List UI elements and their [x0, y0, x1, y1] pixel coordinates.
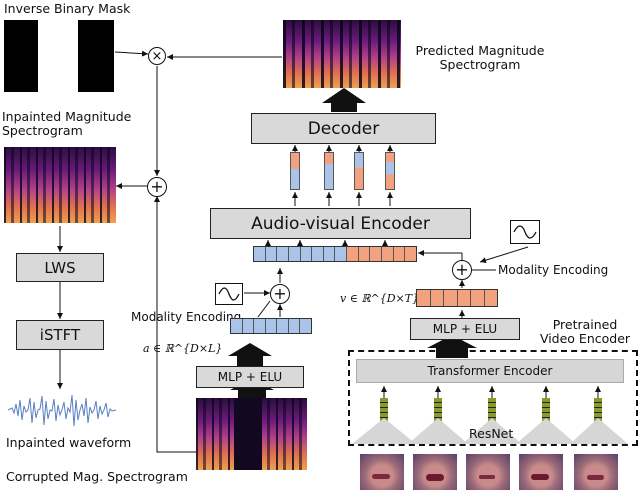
lws-label: LWS — [44, 258, 76, 277]
predicted-magnitude-spectrogram — [283, 20, 401, 88]
resnet-label: ResNet — [469, 426, 514, 441]
istft-label: iSTFT — [39, 326, 81, 344]
output-token — [354, 152, 364, 190]
predicted-spectrogram-label: Predicted Magnitude Spectrogram — [415, 43, 545, 72]
audio-dimension-math: a ∈ ℝ^{D×L} — [143, 342, 223, 355]
video-frame — [574, 454, 618, 490]
sine-wave-icon — [510, 220, 540, 244]
video-frame — [466, 454, 510, 490]
output-token — [324, 152, 334, 190]
mlp-elu-audio-label: MLP + ELU — [217, 370, 283, 384]
video-frame — [360, 454, 404, 490]
corrupted-spectrogram-label: Corrupted Mag. Spectrogram — [6, 469, 188, 484]
inpainted-waveform-plot — [8, 394, 117, 427]
circled-times-icon: × — [148, 47, 166, 65]
video-feature-vector — [434, 398, 442, 431]
modality-encoding-right-label: Modality Encoding — [498, 263, 609, 277]
video-feature-vector — [488, 398, 496, 431]
output-token — [290, 152, 300, 190]
circled-plus-icon: + — [270, 284, 290, 304]
lws-block: LWS — [16, 253, 104, 282]
video-feature-vector — [594, 398, 602, 431]
istft-block: iSTFT — [16, 320, 104, 350]
pretrained-video-encoder-label: Pretrained Video Encoder — [539, 317, 631, 346]
circled-plus-icon: + — [452, 260, 472, 280]
decoder-label: Decoder — [307, 118, 380, 139]
inverse-binary-mask-image — [4, 20, 114, 92]
audio-visual-encoder-label: Audio-visual Encoder — [251, 213, 430, 234]
mlp-elu-video-block: MLP + ELU — [410, 318, 520, 340]
video-frame — [519, 454, 563, 490]
modality-encoding-left-label: Modality Encoding — [131, 310, 242, 324]
inpainted-spectrogram-label: Inpainted Magnitude Spectrogram — [2, 109, 132, 138]
video-feature-vector — [380, 398, 388, 431]
pretrained-video-encoder-container — [348, 350, 638, 446]
mlp-elu-video-label: MLP + ELU — [432, 322, 498, 336]
corrupted-magnitude-spectrogram — [196, 398, 307, 470]
output-token — [385, 152, 395, 190]
transformer-encoder-block: Transformer Encoder — [356, 359, 624, 383]
combined-token-sequence — [253, 246, 417, 262]
audio-visual-encoder-block: Audio-visual Encoder — [210, 208, 471, 239]
video-feature-vector — [542, 398, 550, 431]
audio-token-sequence — [230, 318, 312, 334]
mlp-elu-audio-block: MLP + ELU — [196, 366, 304, 388]
video-dimension-math: v ∈ ℝ^{D×T} — [340, 292, 420, 305]
circled-plus-icon: + — [147, 177, 167, 197]
inverse-binary-mask-label: Inverse Binary Mask — [4, 1, 131, 16]
transformer-encoder-label: Transformer Encoder — [427, 364, 553, 378]
decoder-block: Decoder — [251, 113, 436, 144]
resnet-backbones — [352, 418, 628, 444]
sine-wave-icon — [215, 283, 243, 305]
inpainted-magnitude-spectrogram — [4, 147, 116, 223]
inpainted-waveform-label: Inpainted waveform — [6, 435, 132, 450]
video-frame — [413, 454, 457, 490]
video-token-sequence — [416, 289, 498, 307]
